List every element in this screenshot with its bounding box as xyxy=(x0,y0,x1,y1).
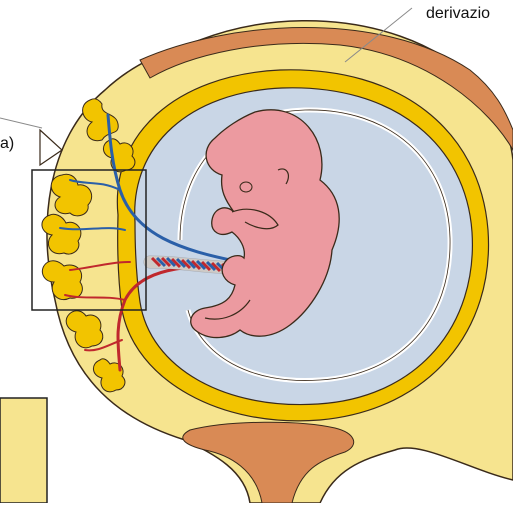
embryo-eye xyxy=(240,182,252,192)
inset-panel xyxy=(0,398,47,503)
label-derivazione: derivazio xyxy=(426,5,490,22)
label-leader-left xyxy=(0,118,42,128)
label-left: a) xyxy=(0,135,14,152)
